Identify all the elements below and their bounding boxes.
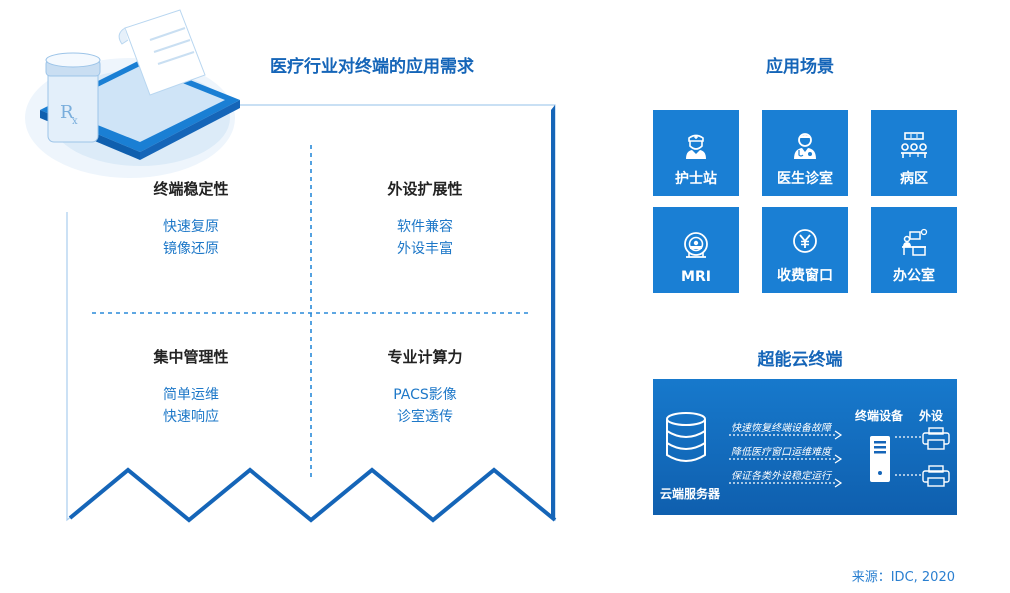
scene-tile-doctor-office: 医生诊室 <box>762 110 848 196</box>
benefit-arrows <box>729 430 843 488</box>
quadrant-item: 外设丰富 <box>397 241 453 257</box>
quadrant-item: 镜像还原 <box>163 241 219 257</box>
quadrant-item: 快速响应 <box>163 409 219 425</box>
printer-icon <box>922 427 950 450</box>
quadrant-items-management: 简单运维 快速响应 <box>96 384 286 428</box>
card-zigzag-edge <box>68 467 557 523</box>
cloud-terminal-title: 超能云终端 <box>757 350 843 370</box>
quadrant-item: 软件兼容 <box>397 219 453 235</box>
yuan-payment-icon <box>793 229 817 253</box>
requirements-title: 医疗行业对终端的应用需求 <box>270 57 474 77</box>
doctor-icon <box>794 133 816 159</box>
quadrant-item: 诊室透传 <box>397 409 453 425</box>
scene-tile-mri: MRI <box>653 207 739 293</box>
device-label: 终端设备 <box>855 409 904 423</box>
peripheral-connectors <box>895 427 950 487</box>
scene-tile-payment-window: 收费窗口 <box>762 207 848 293</box>
terminal-device-icon <box>870 436 890 482</box>
cloud-terminal-panel: 云端服务器 快速恢复终端设备故障 降低医疗窗口运维难度 保证各类外设稳定运行 终… <box>653 379 957 515</box>
scene-label: 办公室 <box>893 268 935 284</box>
pharmacy-tablet-icon: R x <box>25 9 240 178</box>
scene-label: 病区 <box>900 171 928 187</box>
benefit-text: 保证各类外设稳定运行 <box>731 471 831 482</box>
quadrant-items-stability: 快速复原 镜像还原 <box>96 216 286 260</box>
scene-label: MRI <box>681 269 711 285</box>
mri-scanner-icon <box>684 232 708 258</box>
card-right-edge <box>551 105 555 520</box>
printer-icon <box>922 465 950 487</box>
quadrant-title-stability: 终端稳定性 <box>153 180 229 198</box>
benefit-text: 降低医疗窗口运维难度 <box>731 447 831 458</box>
nurse-icon <box>686 134 706 159</box>
quadrant-title-management: 集中管理性 <box>153 348 229 366</box>
quadrant-item: 快速复原 <box>163 219 219 235</box>
source-citation: 来源：IDC, 2020 <box>851 570 955 585</box>
quadrant-items-extensibility: 软件兼容 外设丰富 <box>330 216 520 260</box>
scene-label: 护士站 <box>675 171 717 187</box>
scene-tile-ward: 病区 <box>871 110 957 196</box>
ward-beds-icon <box>901 132 927 158</box>
server-label: 云端服务器 <box>659 487 720 501</box>
scene-tile-office: 办公室 <box>871 207 957 293</box>
svg-text:R: R <box>60 102 74 123</box>
quadrant-item: PACS影像 <box>393 387 457 403</box>
quadrant-title-extensibility: 外设扩展性 <box>387 180 463 198</box>
svg-text:x: x <box>72 116 78 127</box>
scenes-title: 应用场景 <box>766 57 834 77</box>
office-desk-icon <box>902 228 928 256</box>
database-server-icon <box>666 412 706 462</box>
scene-label: 医生诊室 <box>777 171 833 187</box>
quadrant-items-computing: PACS影像 诊室透传 <box>330 384 520 428</box>
requirements-card-graphic: R x <box>25 9 557 523</box>
scene-label: 收费窗口 <box>777 268 833 284</box>
scene-tile-nurse-station: 护士站 <box>653 110 739 196</box>
quadrant-title-computing: 专业计算力 <box>387 348 463 366</box>
quadrant-item: 简单运维 <box>163 387 219 403</box>
benefit-text: 快速恢复终端设备故障 <box>731 423 831 434</box>
peripheral-label: 外设 <box>919 409 944 423</box>
